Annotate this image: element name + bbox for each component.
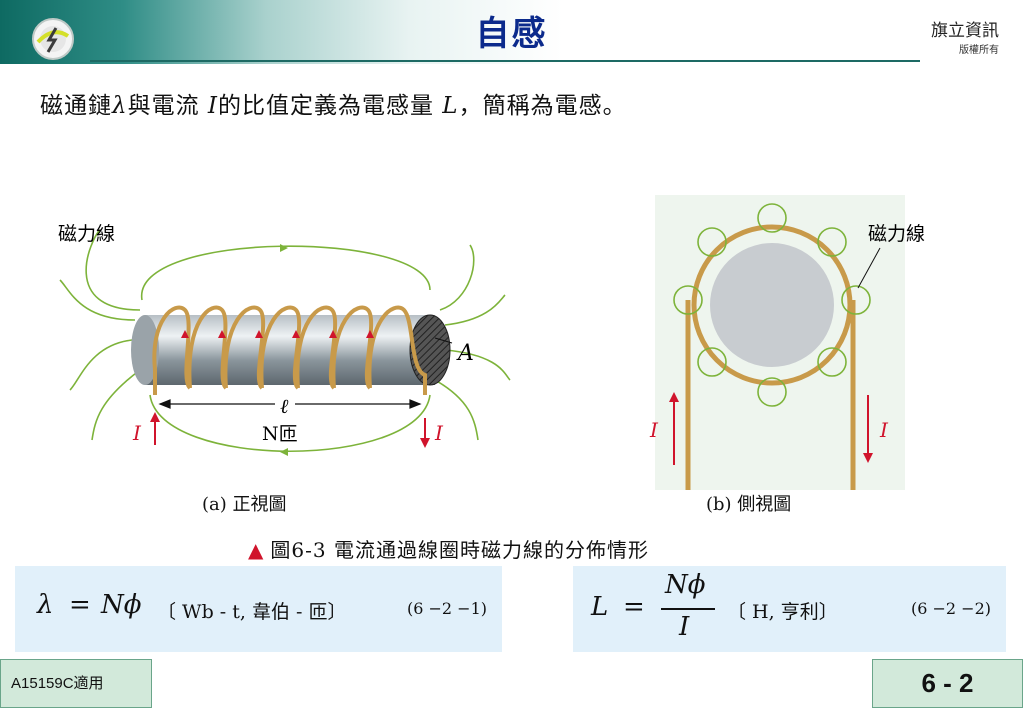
current-label-b-left: I [649, 418, 659, 442]
caption-front-view: (a) 正視圖 [202, 494, 287, 515]
eq1-equals: = [69, 590, 91, 620]
solenoid-core [131, 314, 451, 386]
triangle-marker-icon: ▲ [248, 538, 265, 562]
eq2-number: (6 −2 −2) [911, 599, 992, 618]
current-label-b-right: I [879, 418, 889, 442]
logo-icon [32, 18, 74, 60]
length-dimension [158, 399, 422, 409]
publisher: 旗立資訊 版權所有 [931, 16, 999, 56]
eq2-fraction-bar [661, 608, 715, 610]
area-pointer [434, 337, 453, 344]
side-view [655, 195, 905, 490]
eq1-lhs: λ [37, 590, 54, 620]
intro-text-1: 磁通鏈 [40, 93, 112, 119]
solenoid-coil [152, 305, 427, 395]
field-lines-a [59, 229, 511, 456]
header-band [0, 0, 1023, 64]
eq2-denominator: I [679, 612, 690, 642]
page-number: 6 - 2 [872, 659, 1023, 708]
eq1-number: (6 −2 −1) [407, 599, 488, 618]
intro-text-3: 的比值定義為電感量 [217, 93, 434, 119]
intro-current-symbol: I [207, 93, 218, 119]
publisher-name: 旗立資訊 [931, 21, 999, 41]
eq2-numerator: Nϕ [665, 570, 706, 600]
eq1-rhs: Nϕ [101, 590, 142, 620]
intro-sentence: 磁通鏈λ與電流 I的比值定義為電感量 L，簡稱為電感。 [40, 86, 627, 120]
footer-course-code: A15159C適用 [0, 659, 152, 708]
current-label-a-left: I [132, 421, 142, 445]
intro-inductance-symbol: L [442, 93, 459, 119]
header: 自感 旗立資訊 版權所有 [0, 0, 1023, 64]
area-label: A [456, 341, 474, 366]
equation-box-2: L = Nϕ I 〔 H, 亨利〕 (6 −2 −2) [573, 566, 1006, 652]
turns-label: N匝 [262, 423, 298, 445]
current-arrows-a [150, 330, 430, 448]
caption-side-view: (b) 側視圖 [706, 494, 792, 515]
eq2-equals: = [623, 592, 645, 622]
header-divider [90, 60, 920, 62]
eq2-unit: 〔 H, 亨利〕 [727, 601, 838, 623]
equation-box-1: λ = Nϕ 〔 Wb - t, 韋伯 - 匝〕 (6 −2 −1) [15, 566, 502, 652]
publisher-rights: 版權所有 [959, 45, 999, 56]
intro-text-4: ，簡稱為電感。 [458, 93, 627, 119]
eq2-lhs: L [591, 592, 609, 622]
eq1-unit: 〔 Wb - t, 韋伯 - 匝〕 [157, 601, 347, 623]
field-label-a: 磁力線 [58, 223, 115, 245]
intro-text-2: 與電流 [127, 93, 200, 119]
figure-title-text: 圖6-3 電流通過線圈時磁力線的分佈情形 [270, 538, 649, 562]
page-title: 自感 [475, 14, 548, 54]
length-label: ℓ [280, 394, 289, 418]
intro-lambda: λ [112, 93, 128, 119]
field-label-b: 磁力線 [868, 223, 925, 245]
current-label-a-right: I [434, 421, 444, 445]
figure-title: ▲圖6-3 電流通過線圈時磁力線的分佈情形 [248, 534, 649, 563]
